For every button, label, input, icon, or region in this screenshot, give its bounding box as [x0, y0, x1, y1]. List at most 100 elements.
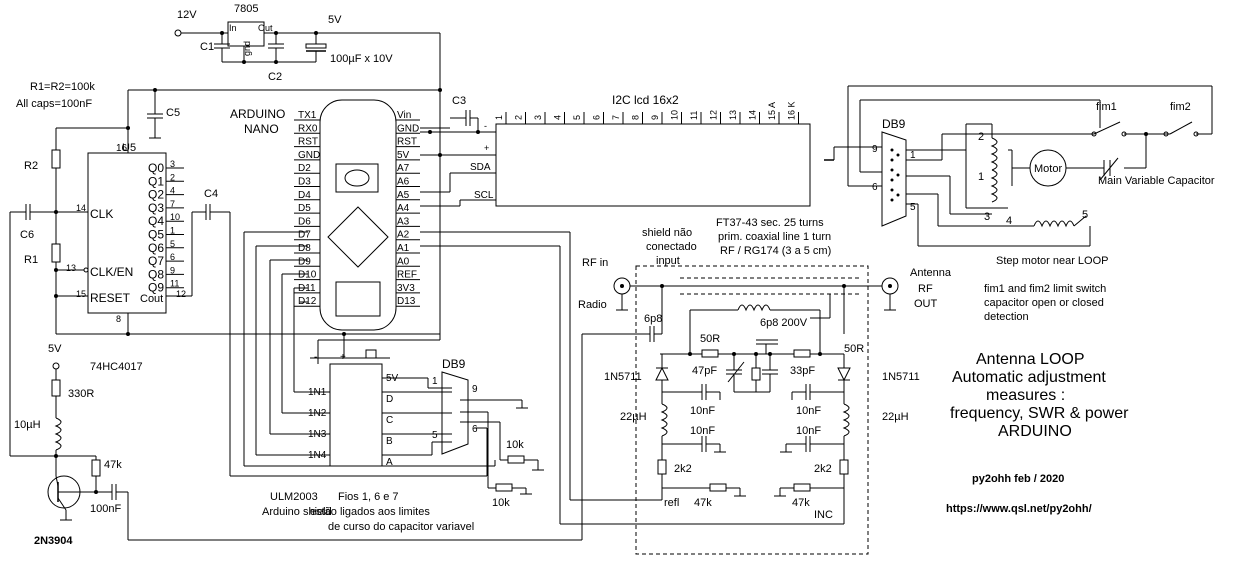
label-lcd-pin-15: 15 A [767, 102, 777, 120]
label-reg-gnd: gnd [242, 41, 252, 56]
label-lcd-pin-14: 14 [748, 110, 758, 120]
power-supply: 12V 7805 In Out gnd 5V C1 C2 100µF x 10V [174, 3, 441, 340]
label-6p8-200v: 6p8 200V [760, 317, 808, 329]
label-ard-left-d3: D3 [298, 177, 311, 188]
label-transformer-1: FT37-43 sec. 25 turns [716, 217, 824, 229]
label-shield-3: input [656, 255, 680, 267]
label-coil-4: 4 [1006, 215, 1012, 227]
label-qpin-5: 10 [170, 212, 180, 222]
label-diode-b: 1N5711 [882, 371, 920, 383]
label-22uh-b: 22µH [882, 411, 909, 423]
label-transformer-2: prim. coaxial line 1 turn [718, 231, 831, 243]
label-5v-top: 5V [328, 14, 342, 26]
label-lcd-plus: + [484, 143, 489, 153]
label-10uh: 10µH [14, 419, 41, 431]
label-ard-right-d13: D13 [397, 296, 416, 307]
label-ulm-out-b: B [386, 436, 393, 447]
label-qpin-8: 6 [170, 252, 175, 262]
label-osc-5v: 5V [48, 343, 62, 355]
bridge-enclosure [635, 265, 869, 555]
title-block: Antenna LOOP Automatic adjustment measur… [946, 351, 1129, 515]
label-50r-a: 50R [700, 333, 720, 345]
label-reset: RESET [90, 291, 131, 305]
label-bulk-cap: 100µF x 10V [330, 53, 393, 65]
label-47k-a: 47k [694, 497, 712, 509]
label-ard-left-d7: D7 [298, 230, 311, 241]
title-line-3: measures : [986, 387, 1065, 404]
label-ard-left-d6: D6 [298, 216, 311, 227]
label-sda: SDA [470, 162, 491, 173]
label-q1: Q1 [148, 174, 164, 188]
label-lcd-pin-5: 5 [572, 115, 582, 120]
label-lcd-pin-4: 4 [553, 115, 563, 120]
label-shield-2: conectado [646, 241, 697, 253]
label-ard-right-a5: A5 [397, 190, 410, 201]
label-fim1: fim1 [1096, 101, 1117, 113]
label-ulm2003: ULM2003 [270, 491, 318, 503]
label-db9-pin9: 9 [872, 144, 878, 155]
label-shield-1: shield não [642, 227, 692, 239]
label-ard-left-d5: D5 [298, 203, 311, 214]
arduino-title-1: ARDUINO [230, 107, 285, 121]
label-lcd-pin-2: 2 [514, 115, 524, 120]
label-q6: Q6 [148, 241, 164, 255]
label-lcd-pin-1: 1 [494, 115, 504, 120]
author-url[interactable]: https://www.qsl.net/py2ohh/ [946, 503, 1092, 515]
label-ard-right-vin: Vin [397, 110, 411, 121]
label-coil-3: 3 [984, 211, 990, 223]
label-pin16: 16 [116, 143, 128, 154]
label-c3: C3 [452, 95, 466, 107]
terminal-12v [174, 29, 182, 37]
counter-74hc4017: C5 16 U5 CLK CLK/EN RESET Cout 14 13 15 … [9, 88, 442, 457]
label-33pf: 33pF [790, 365, 815, 377]
label-lcd-pin-16: 16 K [787, 101, 797, 120]
label-pin8: 8 [116, 314, 121, 324]
lcd-title: I2C lcd 16x2 [612, 93, 679, 107]
label-q8: Q8 [148, 267, 164, 281]
label-lcd-pin-12: 12 [709, 110, 719, 120]
label-lcd-pin-3: 3 [533, 115, 543, 120]
label-transformer-3: RF / RG174 (3 a 5 cm) [720, 245, 831, 257]
swr-bridge: shield não conectado input FT37-43 sec. … [420, 217, 952, 555]
diode-inc [837, 367, 851, 382]
label-lcd-pin-7: 7 [611, 115, 621, 120]
note-limit-2: capacitor open or closed [984, 297, 1104, 309]
label-ulm-out-d: D [386, 394, 393, 405]
label-qpin-1: 3 [170, 159, 175, 169]
label-diode-a: 1N5711 [604, 371, 642, 383]
label-2n3904: 2N3904 [34, 535, 73, 547]
label-q9: Q9 [148, 281, 164, 295]
label-lcd-pin-11: 11 [689, 111, 699, 120]
ulm2003-chip [329, 363, 383, 467]
label-ard-left-d9: D9 [298, 256, 311, 267]
label-osc-47k: 47k [104, 459, 122, 471]
note-fios-1: Fios 1, 6 e 7 [338, 491, 399, 503]
label-ard-right-a0: A0 [397, 256, 410, 267]
note-resistors: R1=R2=100k [30, 81, 95, 93]
label-antenna-1: Antenna [910, 267, 952, 279]
label-qpin-6: 1 [170, 226, 175, 236]
label-scl: SCL [474, 190, 494, 201]
label-pin13: 13 [66, 263, 76, 273]
note-limit-1: fim1 and fim2 limit switch [984, 283, 1106, 295]
label-2k2-a: 2k2 [674, 463, 692, 475]
note-caps: All caps=100nF [16, 98, 92, 110]
label-ard-right-a2: A2 [397, 230, 410, 241]
db9-top-connector [881, 131, 907, 227]
label-c2: C2 [268, 71, 282, 83]
label-db9b-pin1: 1 [432, 376, 438, 387]
label-ard-left-d4: D4 [298, 190, 311, 201]
lcd-connections: C3 - + SDA SCL [420, 95, 496, 207]
label-lcd-pin-8: 8 [631, 115, 641, 120]
label-22uh-a: 22µH [620, 411, 647, 423]
label-6p8: 6p8 [644, 313, 662, 325]
arduino-nano: ARDUINO NANO TX1RX0RSTGNDD2D3D4D5D6D7D8D… [229, 99, 488, 477]
label-10nf-b: 10nF [796, 405, 821, 417]
